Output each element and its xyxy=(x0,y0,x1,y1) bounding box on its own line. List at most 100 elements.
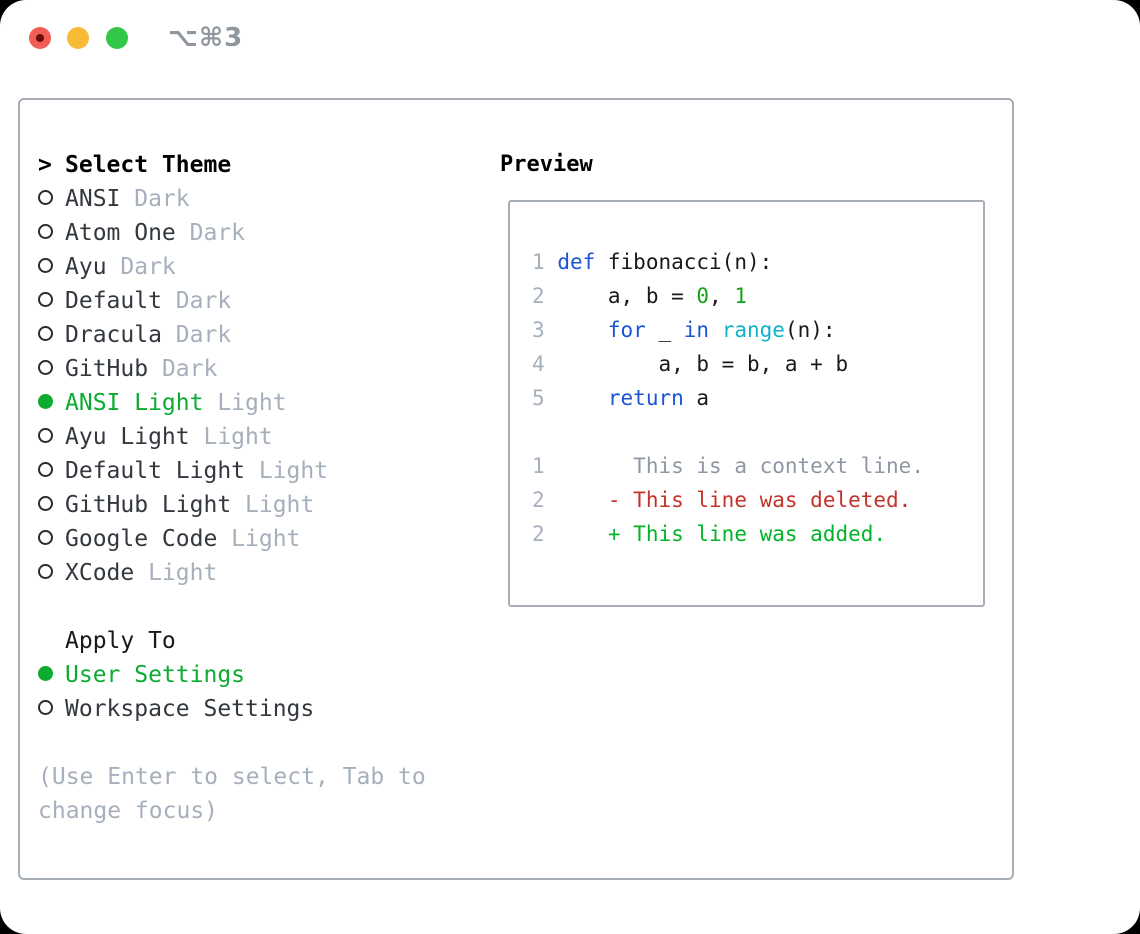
code-token-kw: def xyxy=(557,250,596,274)
radio-unselected-icon xyxy=(38,530,53,545)
theme-name: Atom One xyxy=(65,220,176,246)
radio-unselected-icon xyxy=(38,224,53,239)
code-token-plain: fibonacci(n): xyxy=(595,250,773,274)
theme-option[interactable]: Default Light Light xyxy=(38,454,426,488)
theme-name: Default Light xyxy=(65,458,246,484)
apply-to-header: Apply To xyxy=(38,624,426,658)
line-number: 2 xyxy=(532,488,545,512)
apply-option-name: Workspace Settings xyxy=(65,696,315,722)
theme-name: Default xyxy=(65,288,162,314)
theme-name: Google Code xyxy=(65,526,218,552)
code-token-lit: 1 xyxy=(734,284,747,308)
radio-selected-marker xyxy=(38,386,65,420)
radio-unselected-marker xyxy=(38,318,65,352)
close-button-dot-icon xyxy=(36,34,44,42)
radio-unselected-marker xyxy=(38,182,65,216)
radio-unselected-icon xyxy=(38,190,53,205)
apply-option-name: User Settings xyxy=(65,662,246,688)
theme-name: ANSI xyxy=(65,186,121,212)
theme-name: Dracula xyxy=(65,322,162,348)
diff-sample-line: 2 - This line was deleted. xyxy=(532,483,924,517)
apply-to-option[interactable]: Workspace Settings xyxy=(38,692,426,726)
code-token-plain: _ xyxy=(645,318,684,342)
radio-selected-icon xyxy=(38,394,53,409)
theme-option[interactable]: GitHub Light Light xyxy=(38,488,426,522)
theme-variant: Light xyxy=(189,424,273,450)
code-token-plain: a, b = xyxy=(557,284,697,308)
code-token-ctx: This is a context line. xyxy=(557,454,924,478)
theme-option[interactable]: Default Dark xyxy=(38,284,426,318)
radio-unselected-marker xyxy=(38,454,65,488)
theme-option[interactable]: Google Code Light xyxy=(38,522,426,556)
theme-option[interactable]: Ayu Dark xyxy=(38,250,426,284)
theme-variant: Light xyxy=(217,526,301,552)
theme-name: XCode xyxy=(65,560,135,586)
theme-option[interactable]: XCode Light xyxy=(38,556,426,590)
radio-unselected-icon xyxy=(38,258,53,273)
theme-list-header: >Select Theme xyxy=(38,148,426,182)
theme-variant: Dark xyxy=(148,356,218,382)
line-number: 2 xyxy=(532,522,545,546)
hint-line-2: change focus) xyxy=(38,798,219,824)
code-sample-line: 4 a, b = b, a + b xyxy=(532,347,924,381)
radio-unselected-marker xyxy=(38,216,65,250)
theme-option[interactable]: Dracula Dark xyxy=(38,318,426,352)
code-sample-line: 2 a, b = 0, 1 xyxy=(532,279,924,313)
minimize-button-icon[interactable] xyxy=(67,27,89,49)
theme-variant: Light xyxy=(231,492,315,518)
theme-name: GitHub xyxy=(65,356,149,382)
code-token-plain xyxy=(557,522,608,546)
code-token-plain xyxy=(557,488,608,512)
radio-unselected-marker xyxy=(38,556,65,590)
diff-sample-line: 2 + This line was added. xyxy=(532,517,924,551)
theme-option[interactable]: Ayu Light Light xyxy=(38,420,426,454)
code-token-fn: range xyxy=(721,318,785,342)
theme-option[interactable]: ANSI Dark xyxy=(38,182,426,216)
code-blank-line xyxy=(532,415,924,449)
maximize-button-icon[interactable] xyxy=(106,27,128,49)
window-title: ⌥⌘3 xyxy=(168,23,244,53)
code-token-del: - This line was deleted. xyxy=(607,488,912,512)
theme-variant: Dark xyxy=(161,288,232,314)
line-number: 4 xyxy=(532,352,545,376)
theme-option[interactable]: Atom One Dark xyxy=(38,216,426,250)
theme-variant: Dark xyxy=(161,322,232,348)
radio-unselected-icon xyxy=(38,292,53,307)
theme-option[interactable]: ANSI Light Light xyxy=(38,386,426,420)
radio-unselected-icon xyxy=(38,326,53,341)
preview-title: Preview xyxy=(500,152,593,177)
radio-unselected-marker xyxy=(38,692,65,726)
code-token-plain xyxy=(557,318,608,342)
radio-unselected-icon xyxy=(38,428,53,443)
radio-selected-icon xyxy=(38,666,53,681)
radio-unselected-icon xyxy=(38,462,53,477)
apply-to-option[interactable]: User Settings xyxy=(38,658,426,692)
code-token-kw: in xyxy=(683,318,710,342)
theme-variant: Dark xyxy=(120,186,190,212)
radio-unselected-marker xyxy=(38,488,65,522)
code-token-add: + This line was added. xyxy=(607,522,887,546)
close-button-icon[interactable] xyxy=(29,27,51,49)
apply-to-title: Apply To xyxy=(65,628,176,654)
code-token-plain: a xyxy=(683,386,710,410)
radio-unselected-marker xyxy=(38,352,65,386)
radio-selected-marker xyxy=(38,658,65,692)
code-token-plain xyxy=(709,318,722,342)
line-number: 5 xyxy=(532,386,545,410)
code-token-kw: for xyxy=(607,318,646,342)
theme-variant: Dark xyxy=(175,220,246,246)
theme-option[interactable]: GitHub Dark xyxy=(38,352,426,386)
line-number: 1 xyxy=(532,454,545,478)
line-number: 3 xyxy=(532,318,545,342)
radio-unselected-icon xyxy=(38,564,53,579)
line-number: 2 xyxy=(532,284,545,308)
radio-unselected-marker xyxy=(38,420,65,454)
radio-unselected-marker xyxy=(38,284,65,318)
prompt-chevron-icon: > xyxy=(38,152,52,178)
